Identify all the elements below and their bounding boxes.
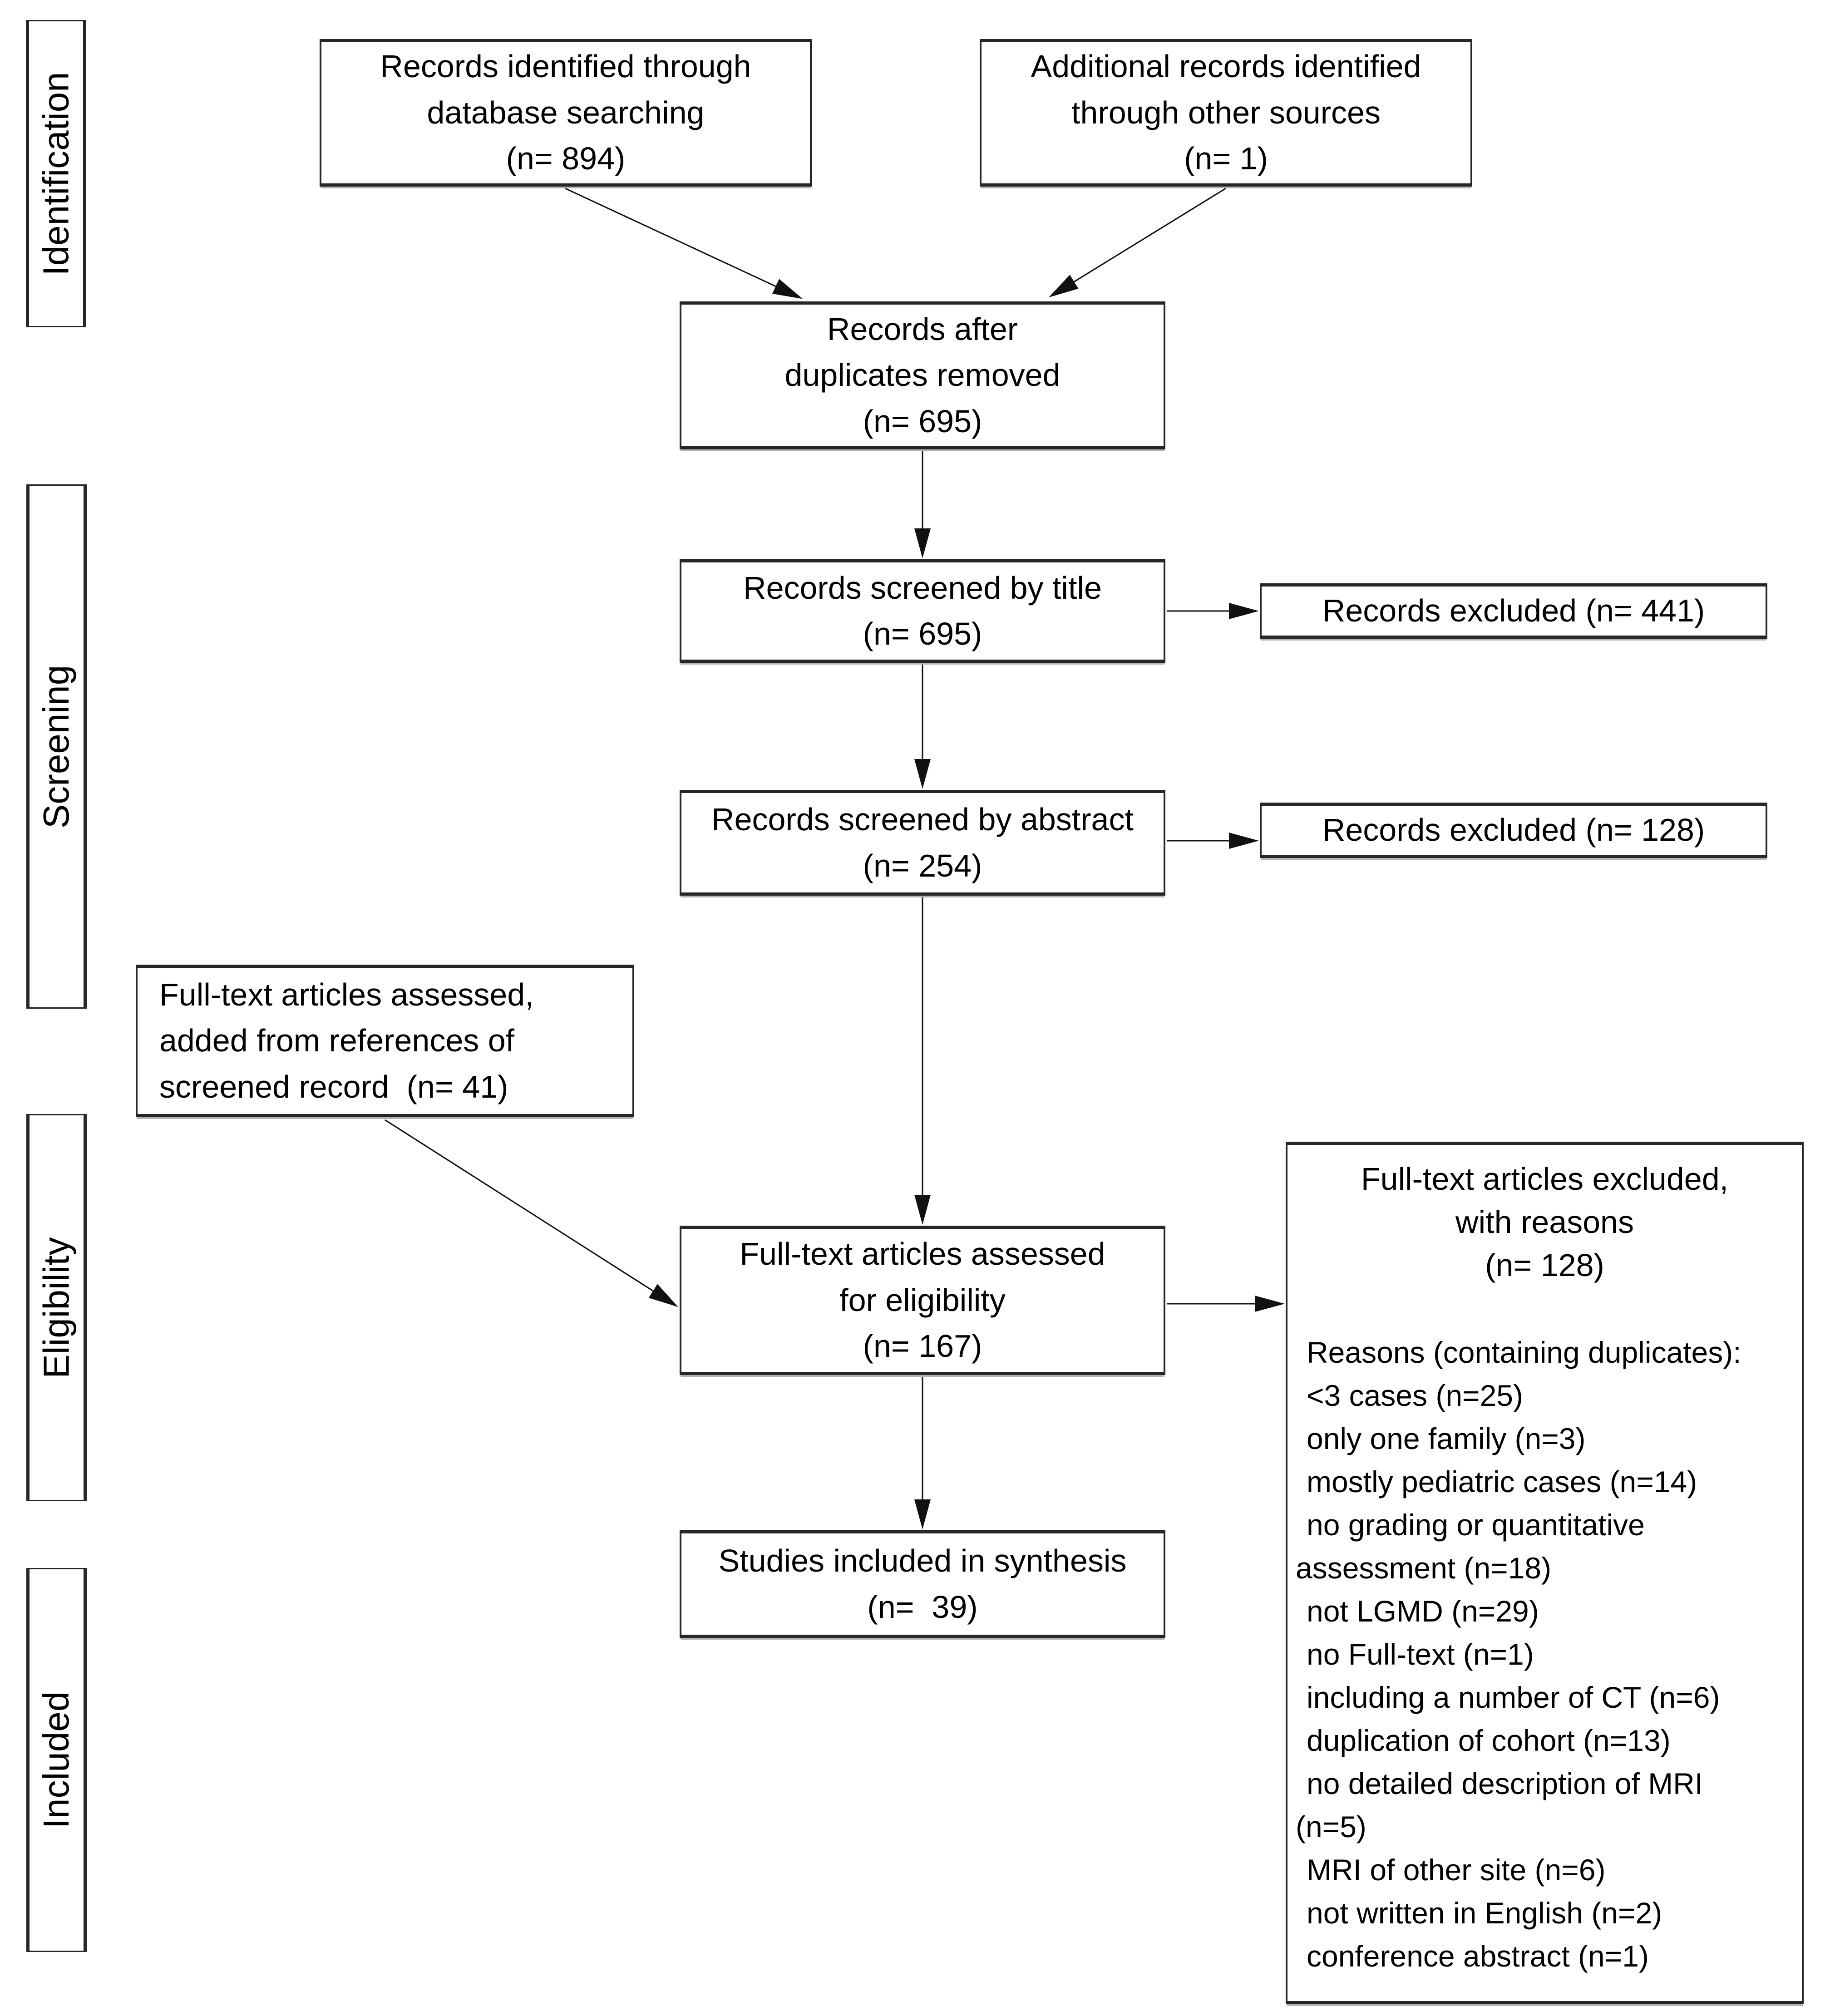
- box-records-identified-database: Records identified through database sear…: [320, 39, 812, 187]
- box-excluded-by-title-text: Records excluded (n= 441): [1322, 593, 1705, 629]
- stage-screening-label: Screening: [36, 665, 77, 828]
- reason-item: not written in English (n=2): [1307, 1896, 1662, 1930]
- stage-identification: Identification: [26, 20, 86, 327]
- box-excluded-by-title: Records excluded (n= 441): [1260, 583, 1767, 639]
- reason-item: <3 cases (n=25): [1307, 1378, 1523, 1412]
- box-excluded-by-abstract: Records excluded (n= 128): [1260, 803, 1767, 858]
- reason-item: no grading or quantitative: [1307, 1508, 1645, 1542]
- box-screened-by-abstract-text: Records screened by abstract (n= 254): [711, 802, 1134, 883]
- stage-identification-label: Identification: [35, 71, 76, 276]
- reason-item-continuation: (n=5): [1296, 1809, 1366, 1843]
- stage-eligibility-label: Eligibility: [36, 1237, 77, 1379]
- box-screened-by-abstract: Records screened by abstract (n= 254): [680, 790, 1165, 896]
- box-fulltext-excluded-reasons: Full-text articles excluded, with reason…: [1286, 1142, 1804, 2004]
- box-excluded-by-abstract-text: Records excluded (n= 128): [1322, 812, 1705, 848]
- box-fulltext-eligibility-text: Full-text articles assessed for eligibil…: [740, 1236, 1105, 1364]
- box-screened-by-title: Records screened by title (n= 695): [680, 559, 1165, 663]
- box-included-synthesis: Studies included in synthesis (n= 39): [680, 1530, 1165, 1638]
- stage-included: Included: [26, 1568, 87, 1952]
- reason-item: including a number of CT (n=6): [1307, 1680, 1720, 1714]
- stage-included-label: Included: [36, 1691, 77, 1829]
- reason-item: MRI of other site (n=6): [1307, 1853, 1606, 1887]
- stage-eligibility: Eligibility: [26, 1114, 87, 1501]
- box-screened-by-title-text: Records screened by title (n= 695): [743, 570, 1102, 652]
- reason-item: duplication of cohort (n=13): [1307, 1723, 1671, 1757]
- reasons-title: Reasons (containing duplicates):: [1307, 1335, 1741, 1369]
- reasons-spacer: [1296, 1287, 1794, 1331]
- reason-item-continuation: assessment (n=18): [1296, 1551, 1552, 1585]
- arrow-refs-to-eligibility: [385, 1119, 679, 1307]
- box-additional-records: Additional records identified through ot…: [980, 39, 1472, 187]
- reason-item: no detailed description of MRI: [1307, 1766, 1703, 1800]
- box-fulltext-from-references-text: Full-text articles assessed, added from …: [159, 976, 534, 1104]
- reason-item: only one family (n=3): [1307, 1421, 1586, 1455]
- stage-screening: Screening: [26, 484, 87, 1009]
- box-after-duplicates: Records after duplicates removed (n= 695…: [680, 301, 1165, 449]
- fulltext-excluded-header: Full-text articles excluded, with reason…: [1361, 1161, 1729, 1283]
- box-fulltext-from-references: Full-text articles assessed, added from …: [136, 965, 634, 1117]
- arrow-db-to-duplicates: [565, 187, 803, 299]
- reason-item: not LGMD (n=29): [1307, 1594, 1539, 1628]
- box-after-duplicates-text: Records after duplicates removed (n= 695…: [784, 311, 1061, 439]
- box-fulltext-eligibility: Full-text articles assessed for eligibil…: [680, 1226, 1165, 1375]
- box-records-identified-database-text: Records identified through database sear…: [380, 49, 751, 177]
- box-included-synthesis-text: Studies included in synthesis (n= 39): [718, 1543, 1127, 1625]
- reason-item: mostly pediatric cases (n=14): [1307, 1464, 1697, 1498]
- arrow-other-to-duplicates: [1048, 187, 1226, 298]
- reason-item: no Full-text (n=1): [1307, 1637, 1534, 1671]
- reason-item: conference abstract (n=1): [1307, 1939, 1649, 1973]
- box-additional-records-text: Additional records identified through ot…: [1031, 49, 1421, 177]
